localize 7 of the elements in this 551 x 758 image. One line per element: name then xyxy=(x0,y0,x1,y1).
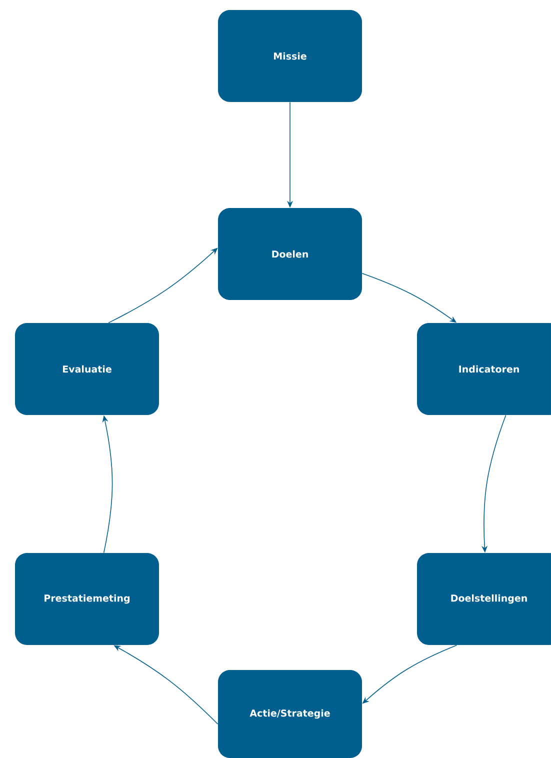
process-box: Doelstellingen xyxy=(417,553,551,645)
process-box: Doelen xyxy=(218,208,362,300)
process-box: Actie/Strategie xyxy=(218,670,362,758)
process-box: Indicatoren xyxy=(417,323,551,415)
process-box: Evaluatie xyxy=(15,323,159,415)
process-box: Missie xyxy=(218,10,362,102)
process-box: Prestatiemeting xyxy=(15,553,159,645)
